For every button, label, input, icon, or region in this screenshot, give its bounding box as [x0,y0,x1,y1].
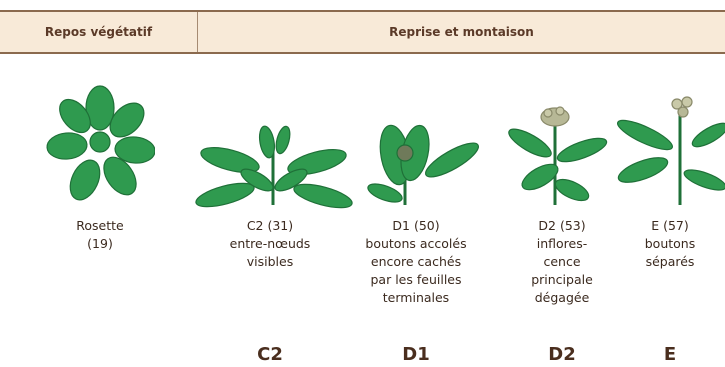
caption-d1: D1 (50) boutons accolés encore cachés pa… [356,217,476,307]
caption-d2: D2 (53) inflores- cence principale dégag… [502,217,622,307]
code-d1: D1 [376,345,456,365]
c2-illustration [195,120,355,215]
rosette-illustration [45,80,155,210]
d2-illustration [500,95,615,210]
code-c2: C2 [230,345,310,365]
header-repos-vegetatif: Repos végétatif [0,12,197,52]
header-reprise-montaison: Reprise et montaison [198,12,725,52]
e-illustration [615,90,725,210]
caption-rosette: Rosette (19) [40,217,160,253]
code-e: E [630,345,710,365]
d1-illustration [360,115,485,210]
caption-e: E (57) boutons séparés [610,217,725,271]
code-d2: D2 [522,345,602,365]
caption-c2: C2 (31) entre-nœuds visibles [210,217,330,271]
stage-header: Repos végétatif Reprise et montaison [0,10,725,54]
